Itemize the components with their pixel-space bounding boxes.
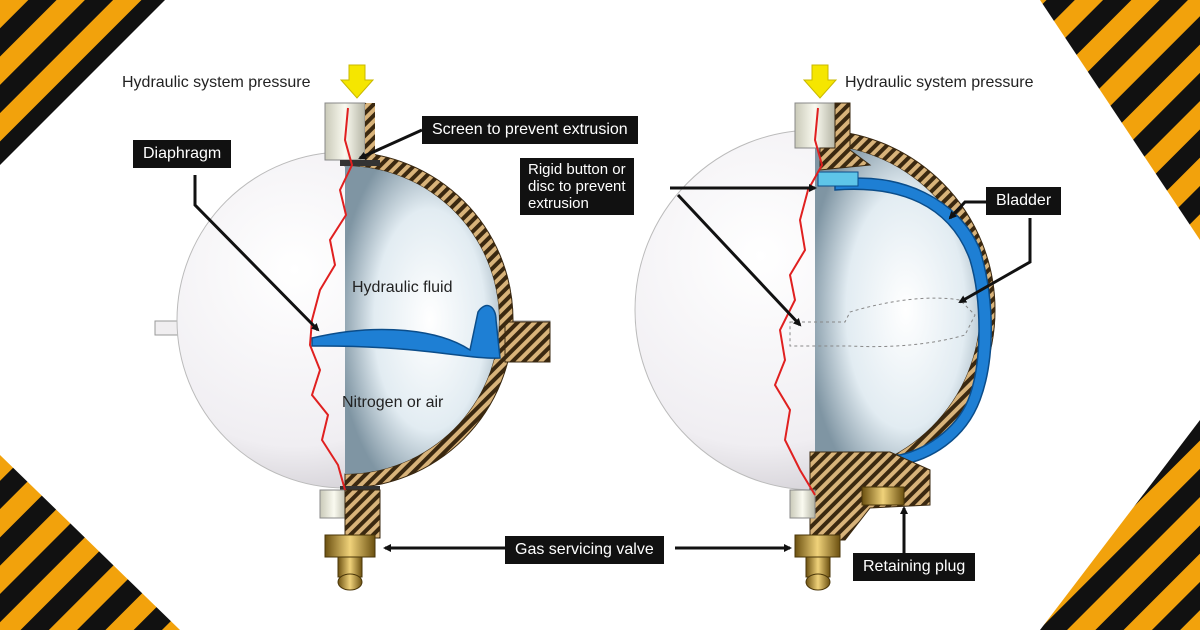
button-leader-2 bbox=[676, 193, 802, 327]
bladder-label: Bladder bbox=[986, 187, 1062, 215]
hazard-corner-bottom-right bbox=[1040, 420, 1200, 630]
left-flange-bolt bbox=[504, 321, 551, 363]
left-screen-bottom bbox=[340, 486, 380, 492]
gas-valve-label: Gas servicing valve bbox=[505, 536, 664, 564]
diaphragm-leader bbox=[193, 175, 320, 332]
leader-lines bbox=[193, 128, 1032, 555]
left-bottom-port-hatch bbox=[344, 489, 381, 539]
left-bottom-port bbox=[319, 489, 349, 519]
fluid-label: Hydraulic fluid bbox=[352, 279, 453, 296]
left-diaphragm bbox=[311, 304, 501, 359]
left-sphere-interior bbox=[345, 166, 499, 474]
left-pressure-arrow bbox=[339, 64, 375, 99]
screen-label: Screen to prevent extrusion bbox=[422, 116, 638, 144]
rigid-button-label: Rigid button or disc to prevent extrusio… bbox=[520, 158, 634, 215]
right-bottom-port bbox=[789, 489, 816, 519]
left-screen-top bbox=[340, 160, 380, 166]
right-retaining-plug bbox=[861, 486, 905, 506]
diaphragm-label: Diaphragm bbox=[133, 140, 232, 168]
hazard-corner-top-left bbox=[0, 0, 165, 165]
left-pressure-label: Hydraulic system pressure bbox=[122, 74, 311, 91]
right-pressure-arrow bbox=[802, 64, 838, 99]
right-rigid-button bbox=[817, 171, 859, 187]
right-bladder-deflated-outline bbox=[789, 297, 976, 348]
right-gas-valve-cap bbox=[805, 573, 831, 591]
right-gas-valve-body bbox=[794, 534, 841, 558]
right-cut-line bbox=[773, 107, 824, 496]
bladder-leader-2 bbox=[958, 218, 1032, 304]
bladder-leader-1 bbox=[948, 200, 986, 220]
hazard-corner-top-right bbox=[1040, 0, 1200, 240]
diaphragm-accumulator bbox=[154, 102, 551, 591]
right-sphere-interior bbox=[815, 145, 980, 475]
left-gas-valve-body bbox=[324, 534, 376, 558]
hazard-corner-bottom-left bbox=[0, 455, 180, 630]
left-gas-valve-cap bbox=[337, 573, 363, 591]
left-top-port-hatch bbox=[365, 103, 375, 163]
bladder-accumulator bbox=[634, 102, 996, 591]
right-top-port-hatch bbox=[819, 102, 872, 171]
right-pressure-label: Hydraulic system pressure bbox=[845, 74, 1034, 91]
retaining-plug-label: Retaining plug bbox=[853, 553, 976, 581]
rigid-button-label-line2: disc to prevent bbox=[528, 178, 626, 195]
rigid-button-label-line1: Rigid button or bbox=[528, 161, 626, 178]
screen-leader bbox=[358, 128, 423, 160]
left-cut-line bbox=[308, 107, 354, 491]
rigid-button-label-line3: extrusion bbox=[528, 195, 589, 212]
gas-label: Nitrogen or air bbox=[342, 394, 444, 411]
